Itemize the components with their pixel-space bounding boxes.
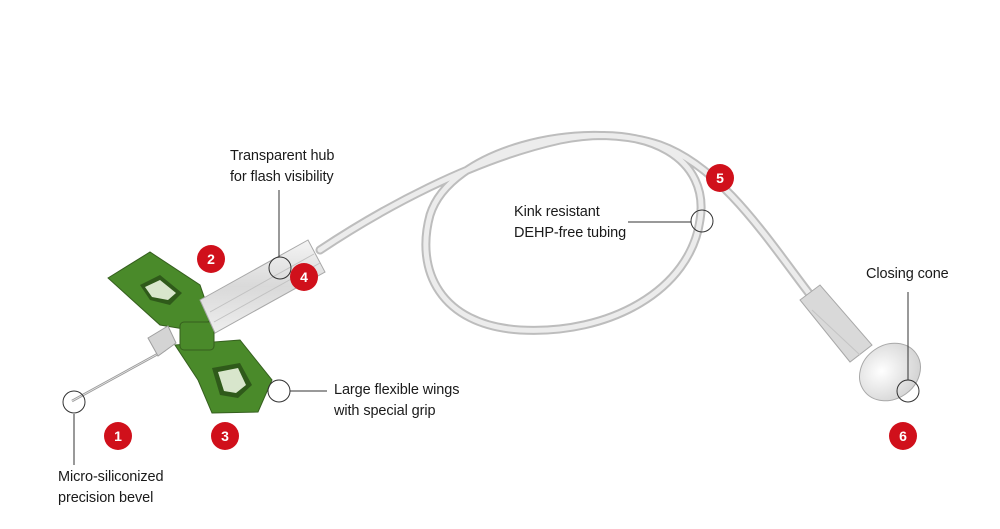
needle <box>71 348 166 403</box>
badge-5: 5 <box>706 164 734 192</box>
marker-circle-bevel <box>62 390 86 414</box>
callout-wings-line2: with special grip <box>334 403 436 419</box>
closing-cone <box>799 284 921 402</box>
marker-circle-wings <box>267 379 291 403</box>
callout-wings-line1: Large flexible wings <box>334 382 460 398</box>
callout-bevel: Micro-siliconized precision bevel <box>58 467 164 509</box>
badge-6: 6 <box>889 422 917 450</box>
marker-circle-hub <box>268 256 292 280</box>
badge-2: 2 <box>197 245 225 273</box>
badge-1: 1 <box>104 422 132 450</box>
callout-tubing: Kink resistant DEHP-free tubing <box>514 202 626 244</box>
transparent-hub <box>147 239 326 357</box>
callout-hub: Transparent hub for flash visibility <box>230 146 334 188</box>
marker-circle-tubing <box>690 209 714 233</box>
callout-tubing-line2: DEHP-free tubing <box>514 225 627 241</box>
callout-cone-line1: Closing cone <box>866 266 949 282</box>
badge-3: 3 <box>211 422 239 450</box>
leader-lines <box>73 190 909 465</box>
callout-bevel-line1: Micro-siliconized <box>58 469 164 485</box>
callout-hub-line2: for flash visibility <box>230 169 334 185</box>
badge-4: 4 <box>290 263 318 291</box>
callout-wings: Large flexible wings with special grip <box>334 380 459 422</box>
callout-hub-line1: Transparent hub <box>230 148 335 164</box>
butterfly-wings <box>107 251 273 414</box>
tubing <box>315 130 835 335</box>
callout-bevel-line2: precision bevel <box>58 490 154 506</box>
marker-circles <box>62 209 920 414</box>
marker-circle-cone <box>896 379 920 403</box>
callout-tubing-line1: Kink resistant <box>514 204 600 220</box>
callout-cone: Closing cone <box>866 264 949 285</box>
